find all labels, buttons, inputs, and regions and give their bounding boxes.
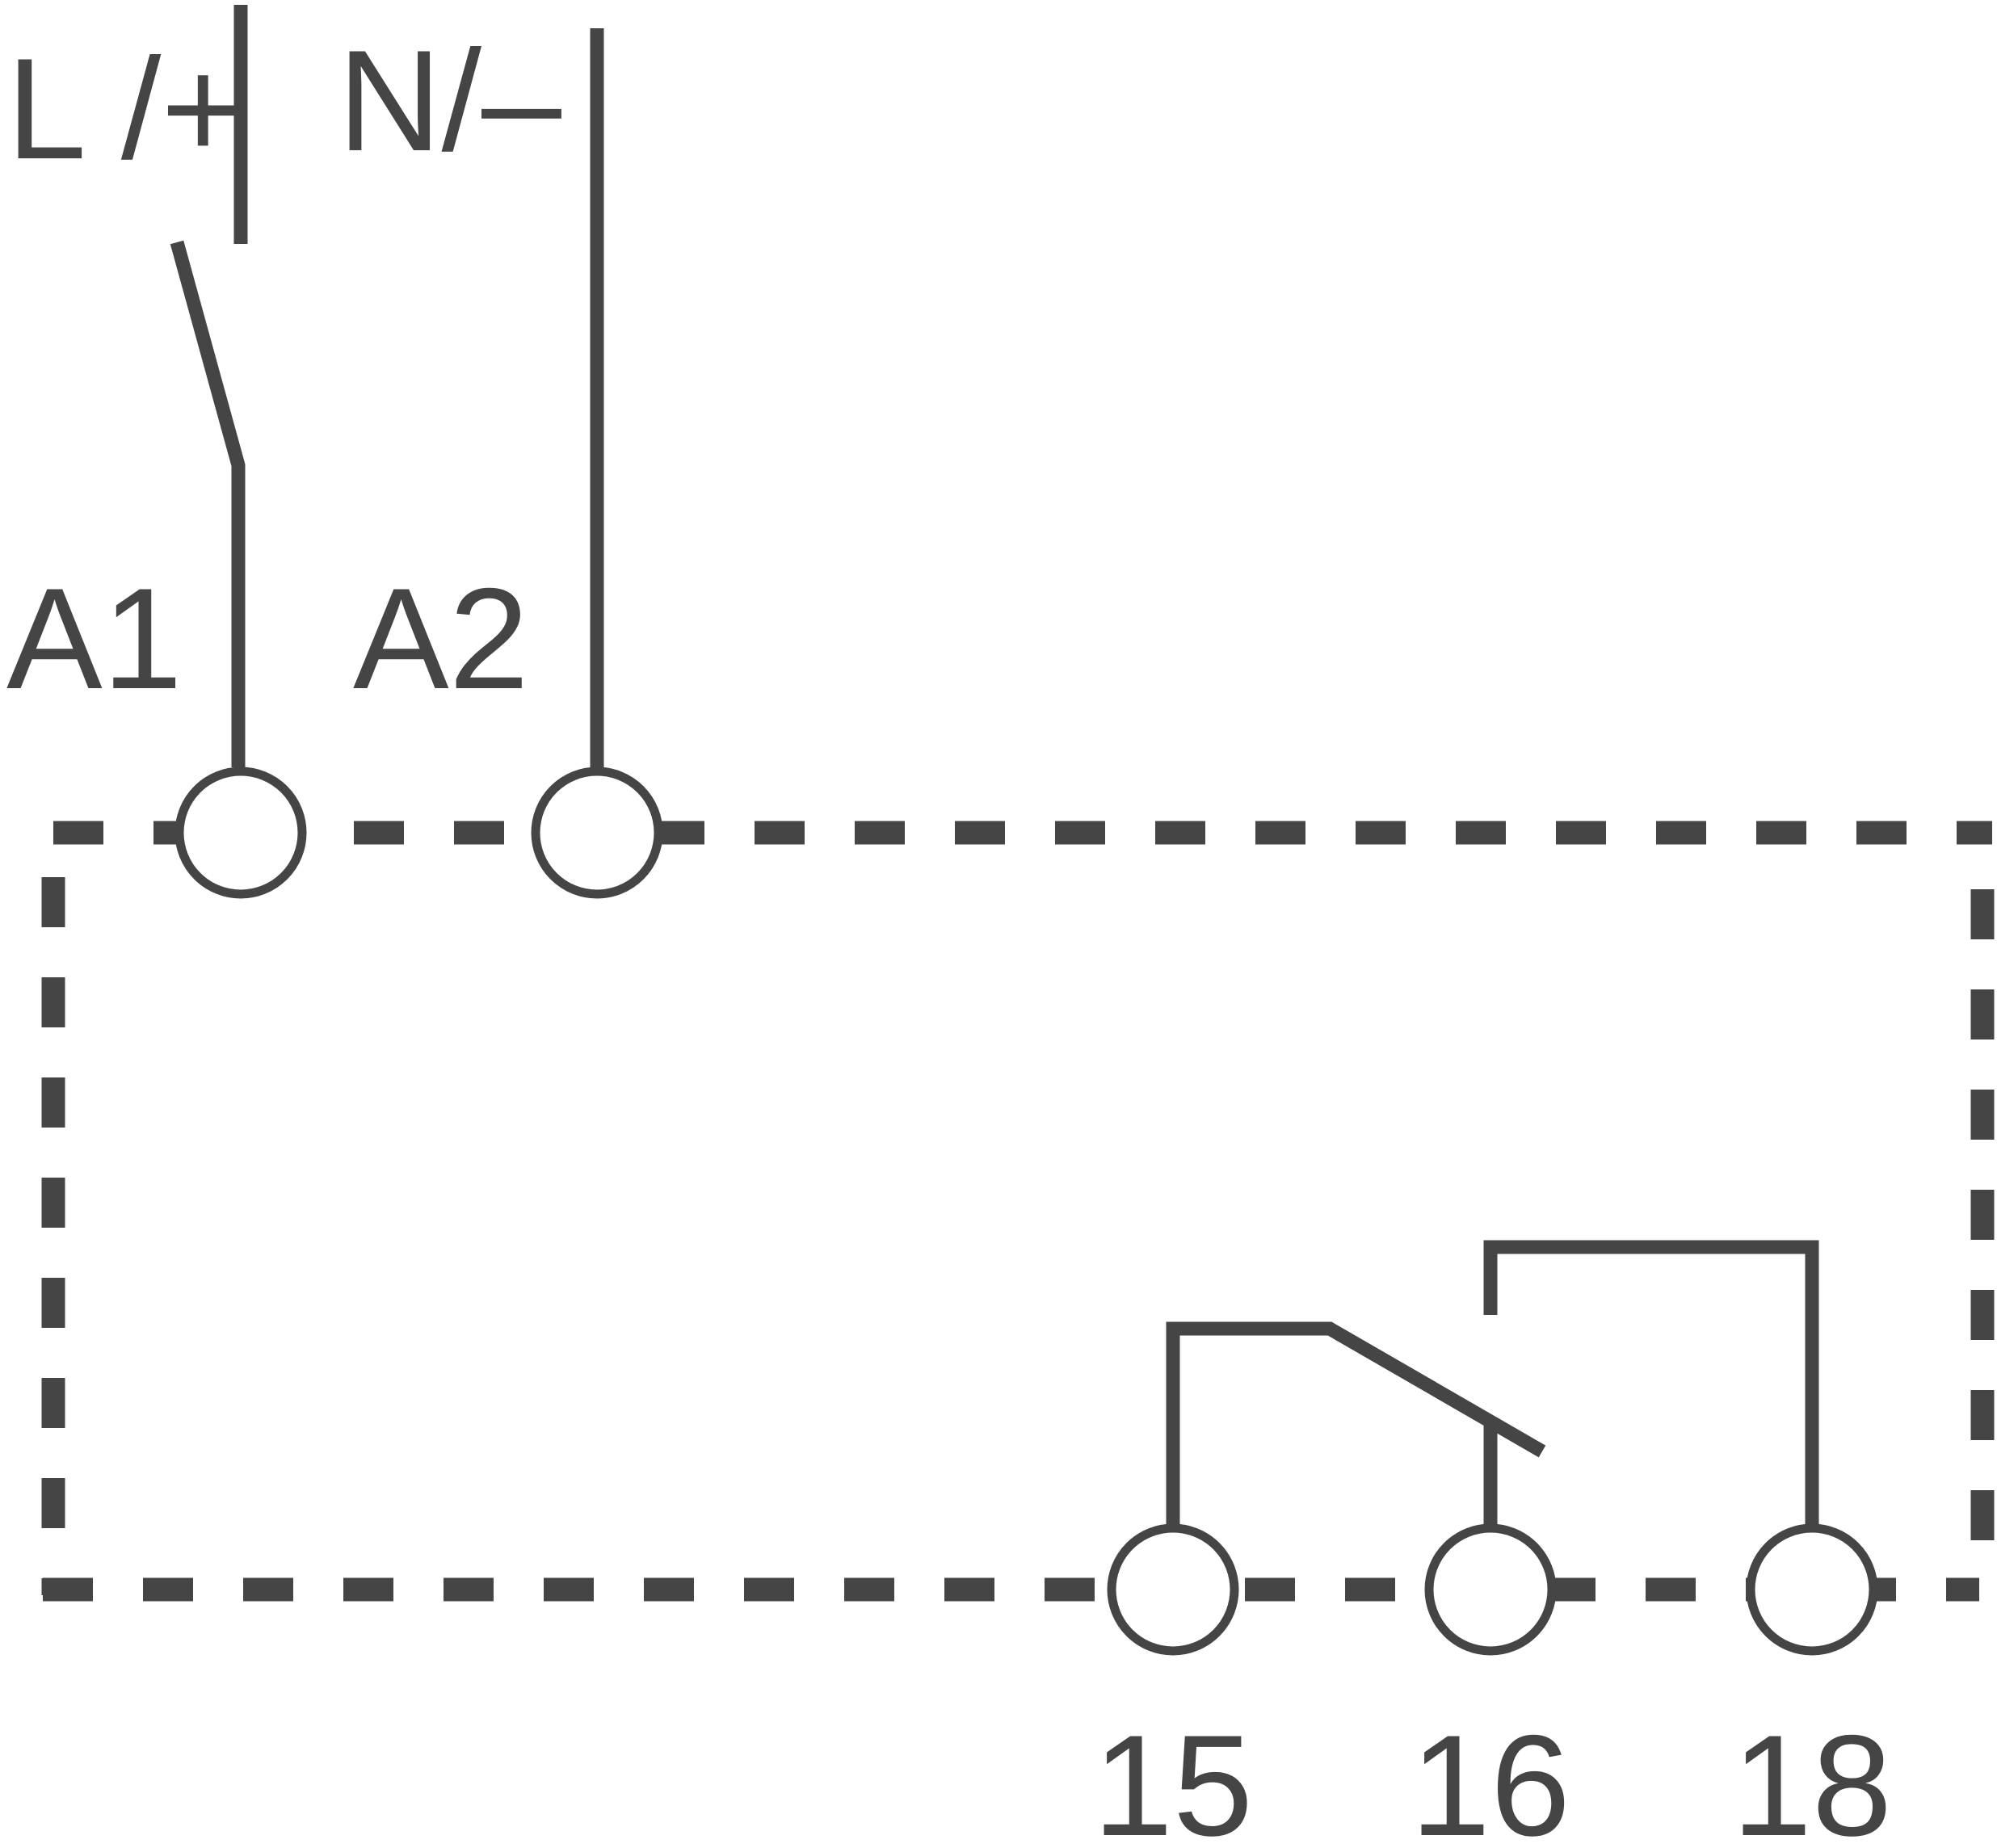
terminal-16 — [1424, 1523, 1557, 1656]
terminal-16-label: 16 — [1411, 1705, 1570, 1848]
contact-wiring — [1166, 1240, 1819, 1528]
neutral-supply-label: N/– — [338, 20, 561, 181]
terminal-15 — [1107, 1523, 1239, 1656]
supply-wiring — [170, 5, 604, 767]
terminal-15-label: 15 — [1093, 1705, 1253, 1848]
terminal-18-label: 18 — [1732, 1705, 1892, 1848]
device-enclosure — [41, 821, 1995, 1602]
terminal-a1-label: A1 — [6, 558, 183, 719]
labels: L /+ N/– A1 A2 15 16 18 — [6, 20, 1892, 1848]
control-switch — [170, 240, 246, 767]
contact-18-lead — [1483, 1240, 1819, 1528]
terminal-a1 — [174, 766, 307, 899]
terminal-18 — [1746, 1523, 1878, 1656]
terminals — [174, 766, 1878, 1656]
terminal-a2 — [531, 766, 663, 899]
contact-15-lead — [1166, 1321, 1546, 1528]
line-supply-label: L /+ — [6, 28, 245, 189]
terminal-a2-label: A2 — [353, 558, 529, 719]
